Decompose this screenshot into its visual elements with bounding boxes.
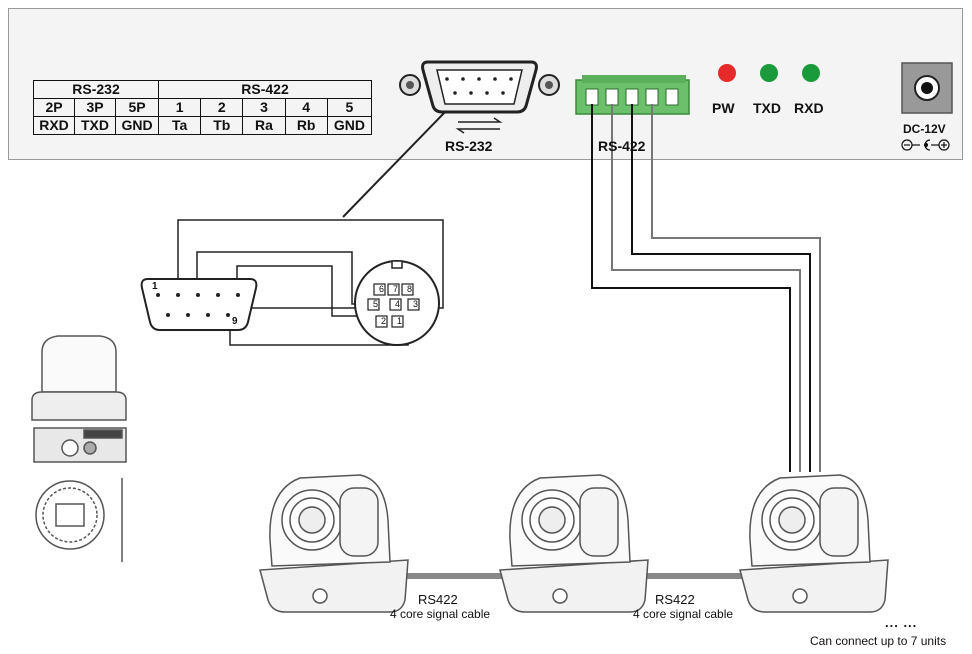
- dc-input-label: DC-12V: [903, 122, 946, 136]
- mini-din-connector: [354, 260, 440, 346]
- rs232-signal-cell: GND: [115, 116, 159, 135]
- cable-desc-label: 4 core signal cable: [633, 607, 734, 621]
- ptz-camera: [499, 474, 649, 613]
- db9-pin-9-label: 9: [232, 316, 238, 327]
- db9-pin-1-label: 1: [152, 281, 158, 292]
- rs422-signal-cell: Tb: [200, 116, 244, 135]
- dc-power-jack: [901, 62, 953, 114]
- max-units-note: Can connect up to 7 units: [810, 634, 947, 648]
- din-pin-label: 8: [406, 284, 412, 294]
- rs232-pin-cell: 2P: [33, 98, 75, 117]
- power-led-label: PW: [712, 100, 735, 116]
- chain-cable: [646, 573, 754, 579]
- rs232-pin-cell: 5P: [115, 98, 159, 117]
- screw-icon: [545, 81, 553, 89]
- pin-assignment-table: RS-232 RS-422 2P 3P 5P 1 2 3 4 5 RXD TXD…: [33, 80, 373, 135]
- rs232-port: [399, 60, 560, 134]
- db9-male-connector: [140, 278, 258, 331]
- continuation-dots: ... ...: [885, 615, 918, 630]
- din-pin-label: 5: [372, 299, 378, 309]
- rs232-cable: [342, 110, 447, 218]
- rxd-led-label: RXD: [794, 100, 824, 116]
- power-led: [718, 64, 736, 82]
- cable-desc-label: 4 core signal cable: [390, 607, 491, 621]
- cable-type-label: RS422: [655, 592, 695, 607]
- cable-type-label: RS422: [418, 592, 458, 607]
- rs422-signal-cell: GND: [326, 116, 373, 135]
- arrow-left-icon: [455, 128, 500, 134]
- rs422-signal-cell: Rb: [284, 116, 328, 135]
- screw-icon: [406, 81, 414, 89]
- din-pin-label: 4: [394, 299, 400, 309]
- din-pin-label: 1: [396, 316, 402, 326]
- arrow-right-icon: [458, 117, 503, 123]
- rs422-cable-bundle: [591, 104, 821, 472]
- ptz-camera: [739, 474, 889, 613]
- ptz-camera: [259, 474, 409, 613]
- rxd-led: [802, 64, 820, 82]
- din-pin-label: 3: [412, 299, 418, 309]
- rs422-port-label: RS-422: [598, 138, 646, 154]
- din-pin-label: 6: [378, 284, 384, 294]
- chain-cable: [405, 573, 513, 579]
- txd-led: [760, 64, 778, 82]
- txd-led-label: TXD: [753, 100, 781, 116]
- camera-reference-view: [31, 335, 127, 562]
- polarity-icon: [901, 139, 950, 151]
- rs422-signal-cell: Ta: [157, 116, 202, 135]
- din-pin-label: 7: [392, 284, 398, 294]
- rs232-port-label: RS-232: [445, 138, 493, 154]
- din-pin-label: 2: [380, 316, 386, 326]
